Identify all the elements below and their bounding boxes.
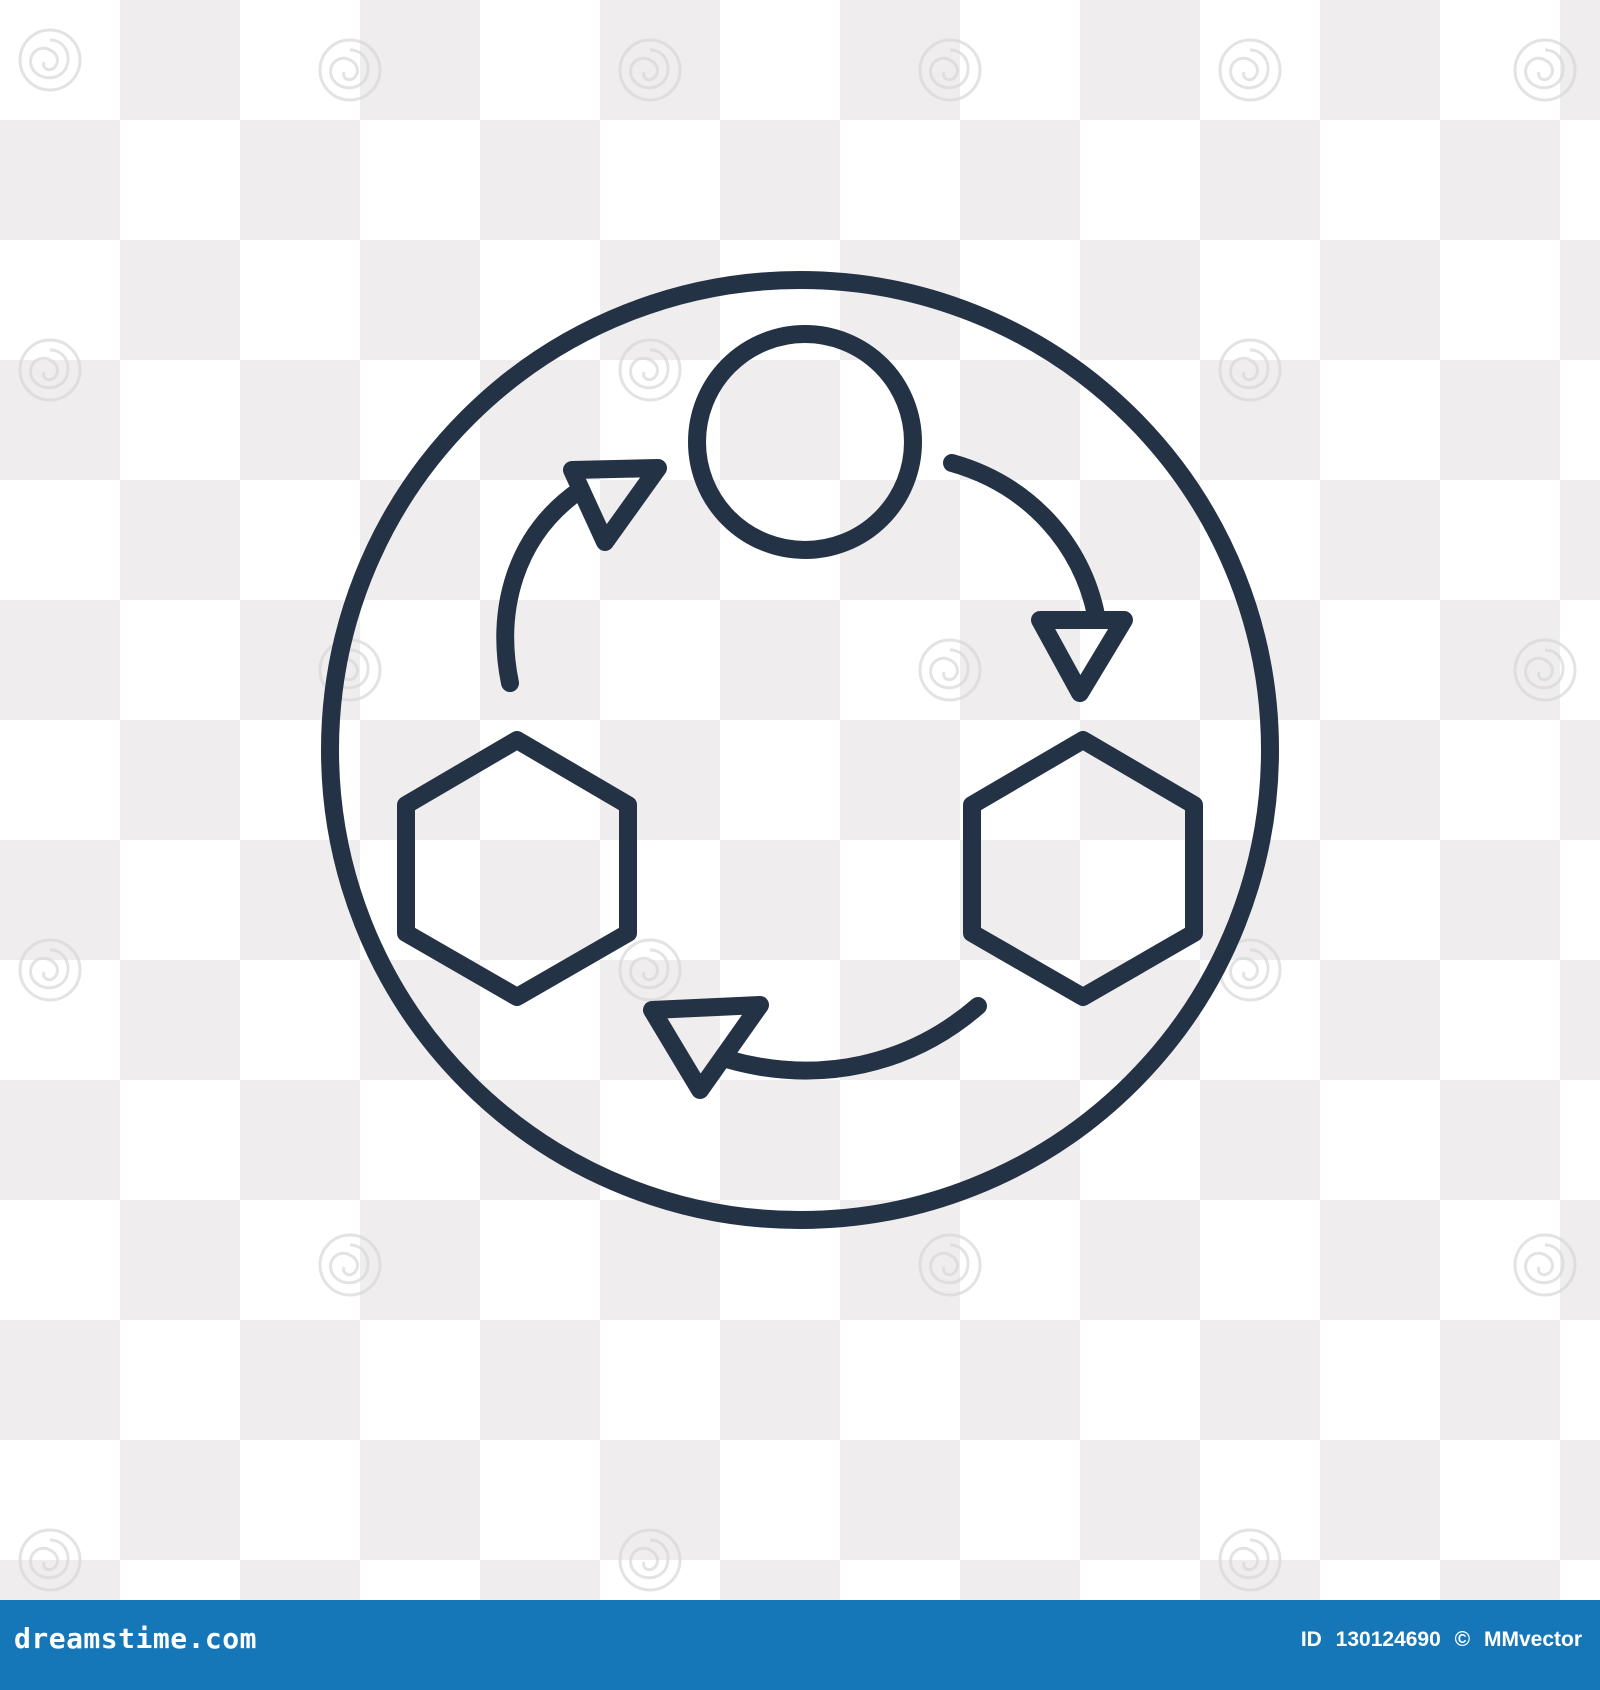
outer-ring (321, 271, 1279, 1229)
arrow-top-right-curve (943, 454, 1105, 624)
arrow-top-left-head (563, 459, 667, 551)
arrow-top-left-curve (496, 481, 589, 692)
left-hexagon (397, 731, 637, 1006)
top-circle (688, 325, 922, 559)
cycle-icon (321, 271, 1279, 1229)
image-id: 130124690 (1335, 1628, 1441, 1651)
brand-name: dreamstime.com (14, 1622, 258, 1655)
arrow-top-right-head (1031, 611, 1133, 702)
arrow-bottom-head (643, 996, 769, 1099)
image-credit: ID 130124690 © MMvector (1301, 1628, 1582, 1652)
footer-bar: dreamstime.com ID 130124690 © MMvector (0, 1600, 1600, 1690)
author-name: MMvector (1483, 1628, 1582, 1651)
copyright-symbol: © (1454, 1628, 1471, 1651)
transparency-checkerboard (0, 0, 1600, 1600)
arrow-bottom-curve (721, 997, 987, 1080)
right-hexagon (963, 731, 1203, 1006)
id-label: ID (1300, 1628, 1322, 1651)
